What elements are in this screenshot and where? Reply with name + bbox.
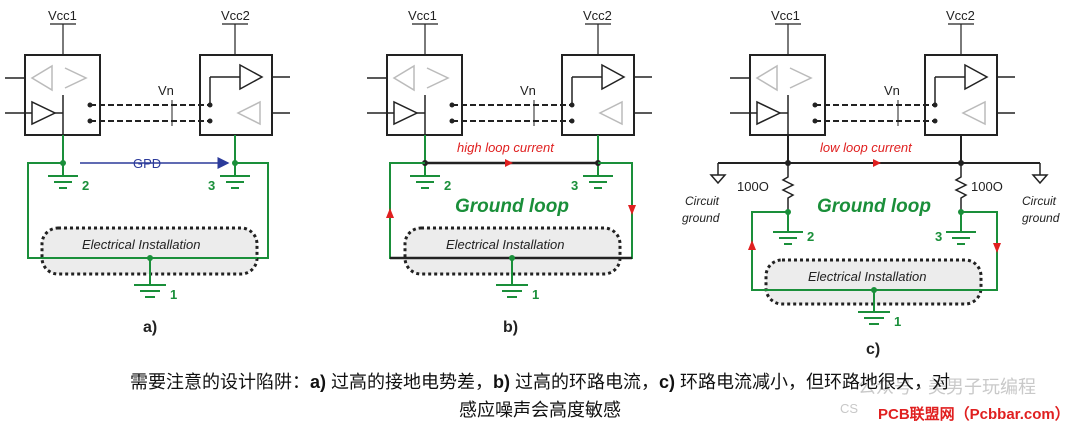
caption-part: 需要注意的设计陷阱：: [129, 372, 310, 392]
loop-current-label: low loop current: [820, 140, 913, 155]
circuit-ground-right-2: ground: [1022, 211, 1060, 225]
ground-2-label: 2: [807, 229, 814, 244]
watermark-pcbbar: PCB联盟网（Pcbbar.com）: [878, 406, 1070, 423]
circuit-ground-left-2: ground: [682, 211, 720, 225]
circuit-ground-left-1: Circuit: [685, 194, 720, 208]
vcc1-label: Vcc1: [48, 8, 77, 23]
vcc2-label: Vcc2: [221, 8, 250, 23]
resistor-icon: [781, 163, 795, 212]
caption-b: b): [493, 372, 510, 392]
circuit-ground-icon: [709, 174, 727, 185]
panel-a: Vcc1 Vcc2 Vn GPD: [5, 8, 290, 336]
resistor-icon: [954, 163, 968, 212]
vcc2-label: Vcc2: [583, 8, 612, 23]
ground-2-label: 2: [82, 178, 89, 193]
ground-1-label: 1: [894, 314, 901, 329]
caption-part: 环路电流减小，但环路地很大，对: [675, 372, 951, 392]
panel-b: Vcc1 Vcc2 Vn high loop current: [367, 8, 652, 336]
ground-loop-label: Ground loop: [817, 196, 931, 217]
caption-c: c): [659, 372, 676, 392]
installation-label: Electrical Installation: [808, 269, 927, 284]
vn-label: Vn: [158, 83, 174, 98]
circuit-ground-right-1: Circuit: [1022, 194, 1057, 208]
installation-label: Electrical Installation: [446, 237, 565, 252]
ground-2-label: 2: [444, 178, 451, 193]
caption-line-1: 需要注意的设计陷阱：a) 过高的接地电势差，b) 过高的环路电流，c) 环路电流…: [0, 368, 1080, 396]
vcc2-label: Vcc2: [946, 8, 975, 23]
vcc1-label: Vcc1: [771, 8, 800, 23]
caption-part: 过高的接地电势差，: [325, 372, 493, 392]
ground-loop-label: Ground loop: [455, 196, 569, 217]
vn-label: Vn: [520, 83, 536, 98]
watermark-account: 公众号 · 美男子玩编程: [858, 377, 1036, 397]
panel-label: a): [143, 319, 157, 336]
panel-c: Vcc1 Vcc2 Vn low loop current: [682, 8, 1060, 358]
caption-a: a): [309, 372, 326, 392]
caption-line-2: 感应噪声会高度敏感: [459, 400, 621, 420]
caption-part: 过高的环路电流，: [510, 372, 660, 392]
ground-3-label: 3: [208, 178, 215, 193]
ground-3-label: 3: [935, 229, 942, 244]
circuit-ground-icon: [1031, 174, 1049, 185]
panel-label: b): [503, 319, 518, 336]
ground-1-label: 1: [532, 287, 539, 302]
ground-3-label: 3: [571, 178, 578, 193]
resistor-right-label: 100O: [971, 179, 1003, 194]
figure-caption: 需要注意的设计陷阱：a) 过高的接地电势差，b) 过高的环路电流，c) 环路电流…: [0, 368, 1080, 424]
vcc1-label: Vcc1: [408, 8, 437, 23]
installation-label: Electrical Installation: [82, 237, 201, 252]
gpd-label: GPD: [133, 156, 161, 171]
resistor-left-label: 100O: [737, 179, 769, 194]
loop-current-label: high loop current: [457, 140, 555, 155]
vn-label: Vn: [884, 83, 900, 98]
watermark-cs: CS: [840, 401, 859, 416]
panel-label: c): [866, 341, 880, 358]
ground-1-label: 1: [170, 287, 177, 302]
